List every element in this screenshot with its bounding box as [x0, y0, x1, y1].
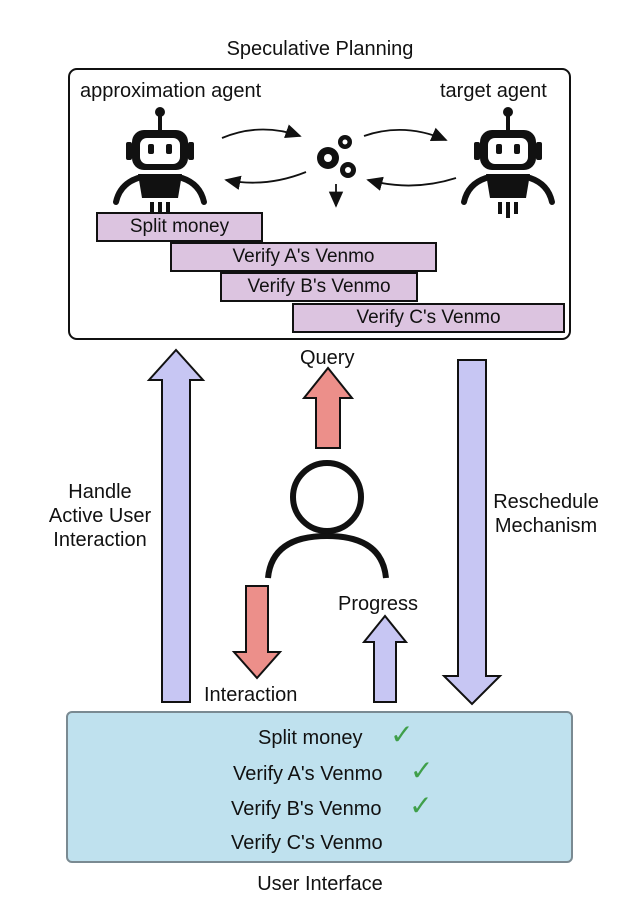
arrow-gears-to-approx [224, 171, 307, 190]
checkmark-icon: ✓ [390, 719, 414, 750]
ui-task-row: Verify A's Venmo ✓ [233, 757, 433, 786]
approximation-agent-robot-icon [116, 107, 204, 218]
ui-task-row: Verify C's Venmo [231, 832, 383, 855]
ui-task-label: Verify A's Venmo [233, 763, 383, 785]
target-agent-label: target agent [440, 80, 547, 102]
query-label: Query [300, 347, 355, 369]
gears-icon [317, 135, 356, 178]
user-interface-box [66, 711, 573, 863]
user-interface-label: User Interface [257, 873, 383, 895]
reschedule-label-line-2: Mechanism [494, 515, 598, 537]
reschedule-arrow [441, 359, 503, 706]
interaction-label: Interaction [204, 684, 298, 706]
handle-active-user-interaction-label: Handle Active User Interaction [30, 480, 170, 552]
interaction-arrow [231, 585, 283, 680]
user-icon [265, 460, 389, 579]
top-title: Speculative Planning [226, 38, 414, 60]
checkmark-icon: ✓ [410, 755, 434, 786]
target-agent-robot-icon [464, 107, 552, 218]
handle-label-line-3: Interaction [53, 529, 147, 551]
progress-arrow [361, 614, 409, 703]
arrow-gears-to-target [363, 127, 448, 141]
progress-label: Progress [338, 593, 419, 615]
reschedule-label-line-1: Reschedule [493, 491, 599, 513]
ui-task-label: Verify B's Venmo [231, 798, 382, 820]
ui-task-row: Split money ✓ [258, 721, 414, 750]
speculative-step: Verify B's Venmo [220, 272, 418, 302]
handle-label-line-1: Handle [68, 481, 132, 503]
ui-task-row: Verify B's Venmo ✓ [231, 792, 433, 821]
ui-task-label: Verify C's Venmo [231, 832, 383, 854]
speculative-step: Split money [96, 212, 263, 242]
speculative-step: Verify C's Venmo [292, 303, 565, 333]
ui-task-label: Split money [258, 727, 363, 749]
speculative-step: Verify A's Venmo [170, 242, 437, 272]
checkmark-icon: ✓ [409, 790, 433, 821]
reschedule-mechanism-label: Reschedule Mechanism [476, 490, 616, 538]
handle-interaction-arrow [146, 348, 206, 703]
approximation-agent-label: approximation agent [80, 80, 262, 102]
arrow-target-to-gears [366, 176, 457, 191]
arrow-approx-to-gears [221, 124, 302, 139]
handle-label-line-2: Active User [48, 505, 152, 527]
query-arrow [301, 366, 355, 449]
